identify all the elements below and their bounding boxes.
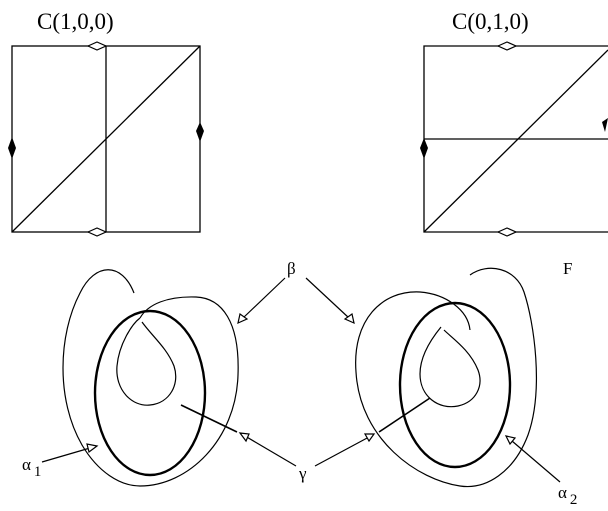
panel-c100-left-arrow <box>8 137 16 159</box>
gamma-pointer-left-head <box>238 432 250 443</box>
panel-c010-left-arrow <box>420 138 428 159</box>
gamma-pointer-left <box>244 435 297 467</box>
panel-c100: C(1,0,0) <box>8 9 204 237</box>
label-gamma: γ <box>298 464 307 483</box>
label-alpha1-symbol: α <box>22 455 31 474</box>
panel-c010-right-arrow <box>602 118 608 132</box>
panel-c100-bottom-arrow <box>86 227 108 237</box>
label-beta: β <box>287 259 296 278</box>
panel-c100-top-arrow <box>86 41 108 51</box>
panel-c010-title: C(0,1,0) <box>452 9 529 34</box>
surface-right-inner-loop <box>419 326 481 408</box>
surface-left <box>62 269 239 487</box>
panel-c010-top-arrow <box>496 41 518 51</box>
panel-c100-title: C(1,0,0) <box>37 9 114 34</box>
panel-c010-bottom-arrow <box>496 227 518 237</box>
gamma-pointer-right <box>314 436 370 467</box>
gamma-pointer-right-head <box>363 433 376 443</box>
label-alpha2-subscript: 2 <box>570 492 578 506</box>
surface-left-inner-loop <box>116 317 177 406</box>
surface-left-outer-curve <box>62 269 239 487</box>
label-alpha1-subscript: 1 <box>34 464 42 480</box>
beta-pointer-right <box>305 277 350 319</box>
label-F: F <box>563 259 572 278</box>
surface-right <box>355 267 538 488</box>
label-alpha2-symbol: α <box>558 483 567 502</box>
surface-right-gamma-segment <box>378 397 431 433</box>
surface-left-thick-ellipse <box>93 309 207 477</box>
alpha1-pointer <box>41 447 91 463</box>
beta-pointer-left-head <box>237 312 249 325</box>
surface-left-gamma-segment <box>180 404 238 433</box>
alpha1-pointer-head <box>86 443 99 454</box>
panel-c100-diagonal <box>11 45 201 233</box>
beta-pointer-right-head <box>343 312 355 325</box>
surface-right-outer-curve <box>355 267 538 488</box>
alpha2-pointer-head <box>504 435 517 446</box>
panel-c100-right-arrow <box>196 122 204 142</box>
alpha2-pointer <box>511 440 561 483</box>
surface-right-thick-ellipse <box>398 301 512 469</box>
panel-c010-diagonal <box>423 49 608 233</box>
panel-c010: C(0,1,0) <box>420 9 608 237</box>
beta-pointer-left <box>242 277 286 319</box>
